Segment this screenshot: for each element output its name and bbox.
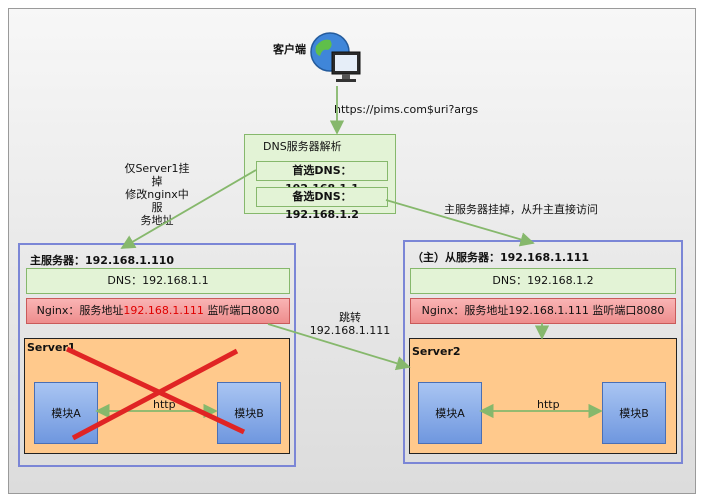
slave-module-b: 模块B <box>602 382 666 444</box>
slave-nginx: Nginx：服务地址192.168.1.111 监听端口8080 <box>410 298 676 324</box>
dns-resolver-title: DNS服务器解析 <box>263 140 342 153</box>
master-nginx: Nginx：服务地址192.168.1.111 监听端口8080 <box>26 298 290 324</box>
slave-server-group <box>403 240 683 464</box>
master-down-note: 主服务器挂掉，从升主直接访问 <box>444 203 598 216</box>
server1-label: Server1 <box>27 341 76 354</box>
master-module-b: 模块B <box>217 382 281 444</box>
master-server-group <box>18 243 296 467</box>
slave-server-title: （主）从服务器：192.168.1.111 <box>412 251 590 264</box>
secondary-dns-label: 备选DNS：192.168.1.2 <box>285 190 359 221</box>
dns-to-slave-arrow <box>385 199 535 247</box>
slave-module-a: 模块A <box>418 382 482 444</box>
master-nginx-ip: 192.168.1.111 <box>123 304 204 317</box>
server2-label: Server2 <box>412 345 461 358</box>
dns-to-master-arrow <box>120 169 257 249</box>
client-label: 客户端 <box>273 43 306 56</box>
server1-cross-line-1 <box>65 346 246 435</box>
client-computer-icon <box>310 32 361 82</box>
master-module-a: 模块A <box>34 382 98 444</box>
master-dns: DNS：192.168.1.1 <box>26 268 290 294</box>
slave-dns: DNS：192.168.1.2 <box>410 268 676 294</box>
jump-note: 跳转 192.168.1.111 <box>309 311 391 337</box>
nginx-to-server2-arrow <box>267 323 411 371</box>
server1-cross-line-2 <box>71 348 239 441</box>
secondary-dns: 备选DNS：192.168.1.2 <box>256 187 388 221</box>
master-server-title: 主服务器：192.168.1.110 <box>30 254 175 267</box>
request-url: https://pims.com$uri?args <box>334 103 479 116</box>
server1-down-note: 仅Server1挂掉 修改nginx中服 务地址 <box>124 162 190 227</box>
